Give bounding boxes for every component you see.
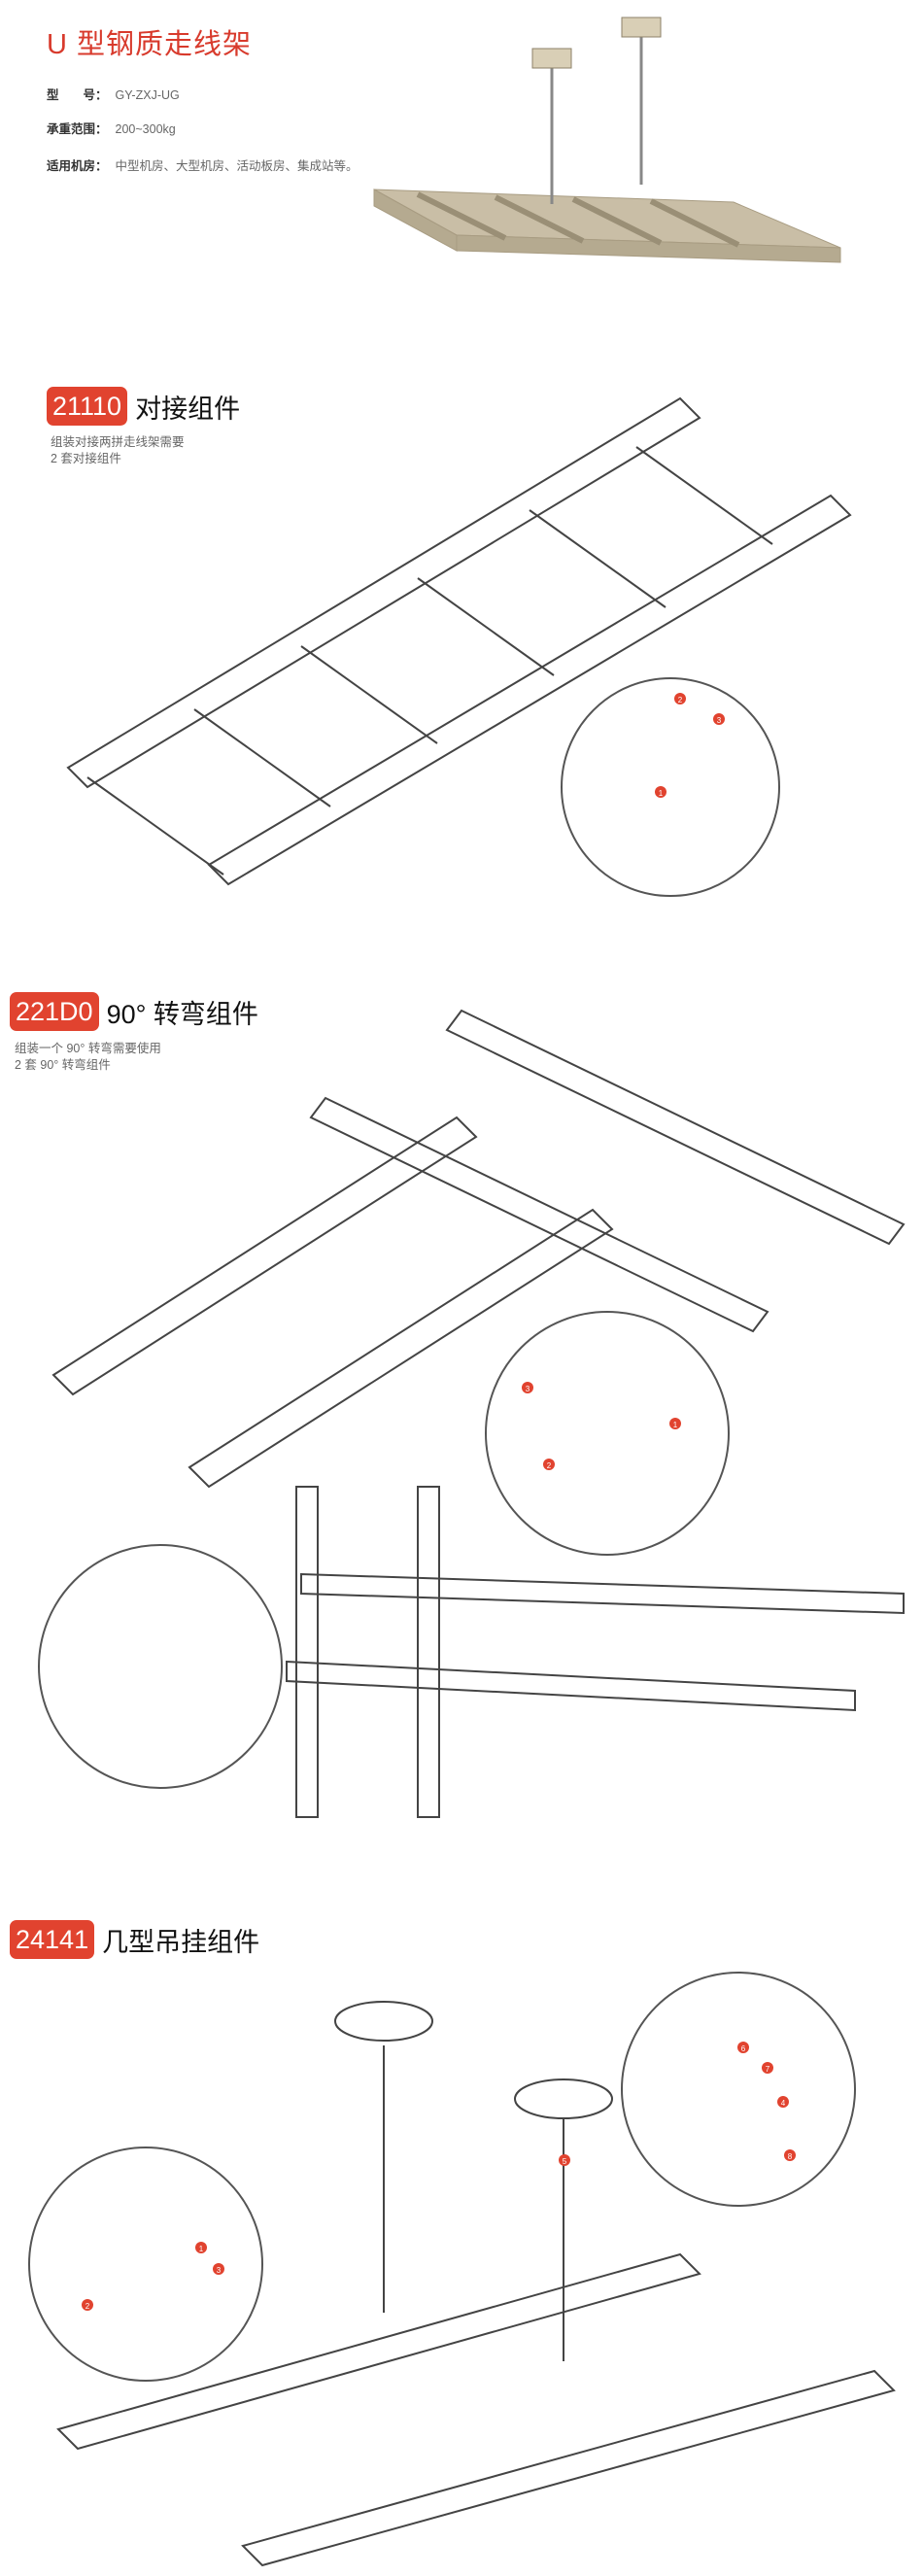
section-221D0-header: 221D0 90° 转弯组件 [10,992,258,1031]
callout-label: 2 [678,696,683,704]
section-code-badge: 221D0 [10,992,99,1031]
spec-model: 型 号： GY-ZXJ-UG [47,85,180,103]
callout-label: 3 [217,2266,222,2275]
detail-zoom-circle [485,1311,730,1556]
callout-markers [522,1382,681,1470]
spec-load: 承重范围： 200~300kg [47,119,176,137]
callout-label: 3 [717,716,722,725]
spec-room-label: 适用机房： [47,159,108,173]
section-24141-header: 24141 几型吊挂组件 [10,1920,259,1959]
section-21110-notes: 组装对接两拼走线架需要 2 套对接组件 [51,434,185,467]
callout-markers [82,2042,796,2311]
callout-label: 1 [659,789,664,798]
callout-markers [655,693,725,798]
section-21110-header: 21110 对接组件 [47,387,240,426]
callout-label: 2 [85,2302,90,2311]
detail-zoom-circle [38,1544,283,1789]
spec-model-value: GY-ZXJ-UG [115,88,180,102]
note-line: 组装对接两拼走线架需要 [51,435,185,449]
callout-label: 1 [673,1421,678,1429]
tray-rungs [416,191,740,248]
section-code-badge: 21110 [47,387,128,426]
section-name: 对接组件 [135,394,241,424]
spec-load-value: 200~300kg [115,122,176,136]
callout-label: 6 [741,2044,746,2053]
callout-label: 3 [526,1385,530,1393]
section-221D0-notes: 组装一个 90° 转弯需要使用 2 套 90° 转弯组件 [15,1041,161,1074]
note-line: 2 套 90° 转弯组件 [15,1058,111,1072]
spec-load-label: 承重范围： [47,122,108,136]
section-code-badge: 24141 [10,1920,95,1959]
callout-label: 1 [199,2245,204,2253]
spec-room-value: 中型机房、大型机房、活动板房、集成站等。 [115,159,359,173]
callout-label: 4 [781,2099,786,2108]
callout-label: 8 [788,2152,793,2161]
spec-model-label: 型 号： [47,88,108,102]
callout-label: 2 [547,1461,552,1470]
detail-zoom-circle [28,2147,263,2382]
note-line: 组装一个 90° 转弯需要使用 [15,1042,161,1055]
hanger-rods [550,34,643,204]
callout-label: 7 [766,2065,770,2074]
section-name: 90° 转弯组件 [106,999,258,1029]
section-name: 几型吊挂组件 [102,1927,260,1957]
product-photo [373,17,841,263]
detail-zoom-circle [561,677,780,897]
hanger-brackets [531,17,662,69]
note-line: 2 套对接组件 [51,452,121,465]
page-title: U 型钢质走线架 [47,29,253,60]
detail-zoom-circle [621,1972,856,2207]
callout-label: 5 [563,2157,567,2166]
spec-room: 适用机房： 中型机房、大型机房、活动板房、集成站等。 [47,155,359,174]
